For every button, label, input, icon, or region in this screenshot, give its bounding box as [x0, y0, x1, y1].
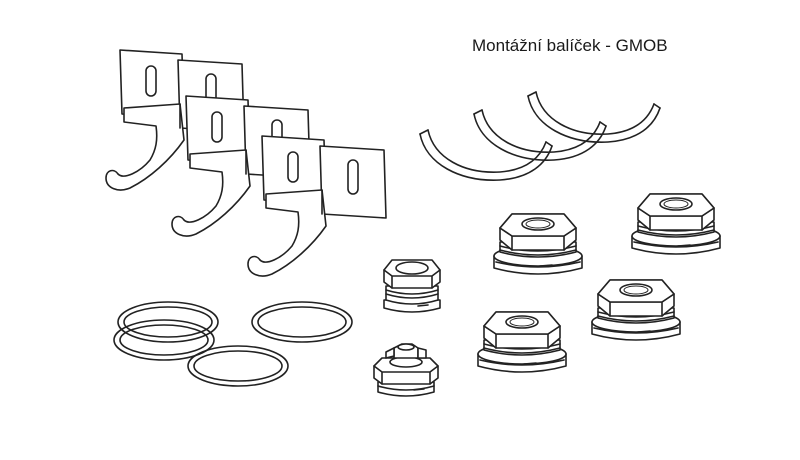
- hex-reducer-plug-icon: [493, 213, 583, 275]
- o-ring-icon: [251, 301, 353, 343]
- curved-spacer-icon: [473, 109, 607, 161]
- o-ring-icon: [187, 345, 289, 387]
- air-vent-valve-icon: [373, 343, 439, 397]
- curved-spacer-icon: [527, 91, 661, 143]
- hex-reducer-plug-icon: [477, 311, 567, 373]
- blind-plug-icon: [383, 259, 441, 313]
- page-title: Montážní balíček - GMOB: [472, 36, 668, 55]
- o-ring-icon: [117, 301, 219, 343]
- hex-reducer-plug-icon: [591, 279, 681, 341]
- hex-reducer-plug-icon: [631, 193, 721, 255]
- wall-bracket-icon: [247, 135, 387, 277]
